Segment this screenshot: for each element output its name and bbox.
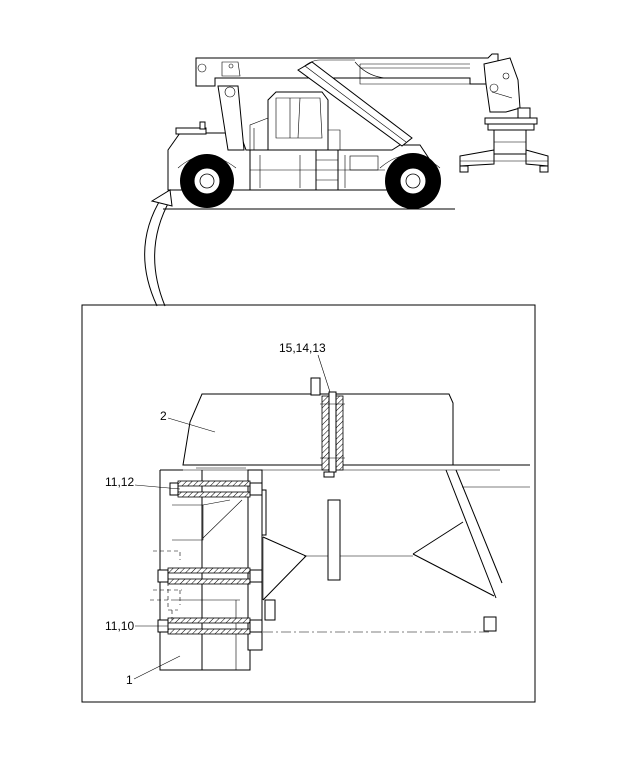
detail-view <box>150 377 530 671</box>
callout-15-14-13: 15,14,13 <box>279 341 331 393</box>
bolt-middle <box>157 567 263 585</box>
callout-11-10: 11,10 <box>105 619 168 633</box>
bolt-upper <box>169 480 263 498</box>
bolt-lower <box>157 617 263 635</box>
front-wheel <box>385 153 441 209</box>
callout-11-12: 11,12 <box>105 475 181 490</box>
callout-label: 1 <box>126 673 133 687</box>
reach-stacker-overview <box>163 53 549 210</box>
rear-wheel <box>180 154 234 208</box>
detail-frame <box>81 304 536 703</box>
callout-label: 2 <box>160 409 167 423</box>
callout-1: 1 <box>126 655 181 687</box>
callout-label: 15,14,13 <box>279 341 326 355</box>
callout-label: 11,10 <box>105 619 134 633</box>
pointer-arrow <box>144 189 173 307</box>
callout-2: 2 <box>160 409 216 433</box>
callout-label: 11,12 <box>105 475 134 489</box>
